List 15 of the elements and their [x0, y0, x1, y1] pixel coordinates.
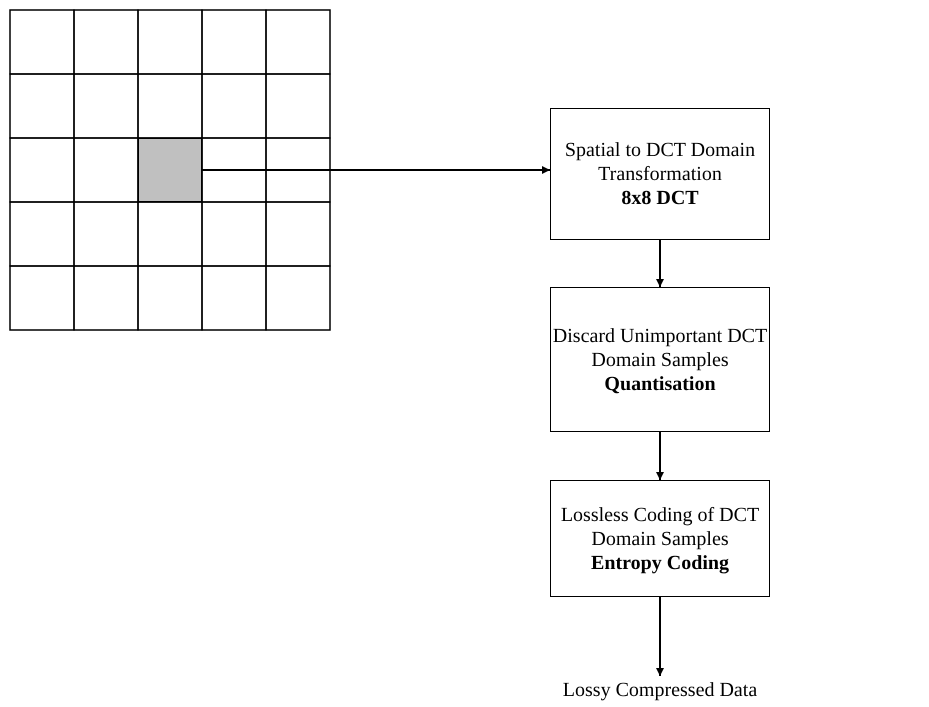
arrow [656, 240, 664, 287]
arrow [202, 166, 550, 174]
arrow [656, 432, 664, 480]
step-name: 8x8 DCT [621, 186, 699, 210]
process-box [550, 108, 770, 240]
step-description: Lossless Coding of DCT Domain Samples [560, 502, 760, 550]
step-description: Spatial to DCT Domain Transformation [564, 138, 756, 186]
process-box [550, 287, 770, 432]
step-description: Discard Unimportant DCT Domain Samples [552, 324, 768, 372]
step-name: Quantisation [604, 372, 716, 396]
output-label: Lossy Compressed Data [562, 678, 758, 702]
arrow [656, 597, 664, 676]
shaded-block [138, 138, 202, 202]
process-box [550, 480, 770, 597]
step-name: Entropy Coding [590, 550, 729, 574]
